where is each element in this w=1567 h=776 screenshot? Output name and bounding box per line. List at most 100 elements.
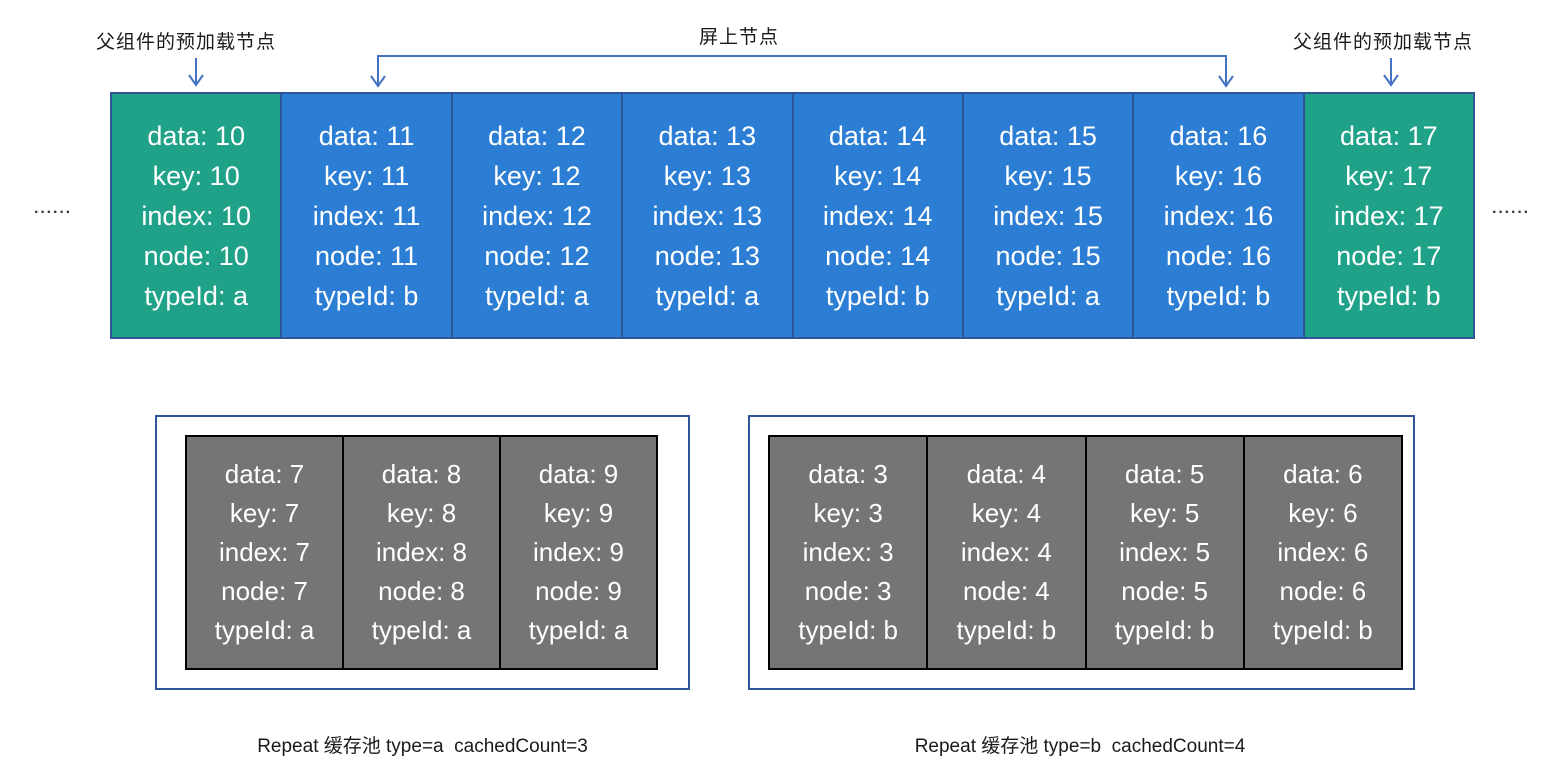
card-field-line: key: 13 [663, 160, 751, 191]
node-card: data: 17 key: 17 index: 17 node: 17 typeId: … [1304, 94, 1473, 337]
card-field-line: key: 15 [1004, 160, 1092, 191]
card-field-line: node: 4 [963, 576, 1050, 606]
card-field-line: data: 13 [658, 120, 757, 151]
card-field-line: typeId: b [798, 615, 898, 645]
card-field-line: index: 9 [532, 537, 625, 567]
card-field-line: typeId: a [655, 280, 760, 311]
card-field-line: node: 5 [1121, 576, 1208, 606]
card-field-line: index: 13 [652, 200, 763, 231]
card-field-line: key: 10 [152, 160, 240, 191]
card-field-line: key: 14 [834, 160, 922, 191]
card-field-line: key: 9 [543, 498, 614, 528]
card-field-line: typeId: b [1337, 280, 1441, 311]
pool-a-caption: Repeat 缓存池 type=a cachedCount=3 [257, 736, 588, 757]
card-field-line: index: 11 [312, 200, 421, 231]
card-field-line: node: 11 [315, 240, 419, 271]
card-field-line: key: 16 [1174, 160, 1262, 191]
card-field-line: typeId: a [214, 615, 315, 645]
card-field-line: data: 4 [966, 459, 1047, 489]
onscreen-label: 屏上节点 [699, 27, 780, 48]
card-field-line: index: 4 [960, 537, 1052, 567]
card-field-line: data: 17 [1340, 120, 1438, 151]
cache-card: data: 7 key: 7 index: 7 node: 7 typeId: a [187, 437, 344, 668]
card-field-line: node: 10 [143, 240, 249, 271]
card-field-line: node: 16 [1165, 240, 1271, 271]
left-preload-arrow-icon [188, 58, 204, 87]
card-field-line: key: 11 [324, 160, 410, 191]
card-field-line: node: 12 [484, 240, 590, 271]
card-field-line: key: 6 [1288, 498, 1358, 528]
right-preload-label: 父组件的预加载节点 [1293, 32, 1474, 53]
card-field-line: key: 5 [1129, 498, 1200, 528]
cache-card: data: 6 key: 6 index: 6 node: 6 typeId: b [1244, 437, 1401, 668]
card-field-line: data: 6 [1283, 459, 1363, 489]
card-field-line: node: 14 [825, 240, 931, 271]
card-field-line: data: 16 [1169, 120, 1268, 151]
card-field-line: data: 11 [318, 120, 415, 151]
card-field-line: typeId: b [825, 280, 930, 311]
pool-b-caption: Repeat 缓存池 type=b cachedCount=4 [914, 736, 1246, 757]
card-field-line: index: 6 [1277, 537, 1369, 567]
card-field-line: data: 9 [538, 459, 619, 489]
card-field-line: typeId: b [314, 280, 419, 311]
card-field-line: typeId: a [996, 280, 1100, 311]
card-field-line: node: 17 [1336, 240, 1442, 271]
card-field-line: node: 3 [804, 576, 892, 606]
left-ellipsis: ······ [34, 204, 72, 221]
card-field-line: data: 15 [999, 120, 1097, 151]
card-field-line: key: 12 [493, 160, 581, 191]
card-field-line: node: 9 [535, 576, 622, 606]
card-field-line: data: 12 [488, 120, 586, 151]
card-field-line: typeId: a [528, 615, 629, 645]
card-field-line: index: 17 [1334, 200, 1444, 231]
node-card: data: 13 key: 13 index: 13 node: 13 typeId: … [623, 94, 794, 337]
cache-card: data: 8 key: 8 index: 8 node: 8 typeId: a [344, 437, 501, 668]
left-preload-label: 父组件的预加载节点 [96, 32, 277, 53]
card-field-line: key: 17 [1345, 160, 1433, 191]
card-field-line: index: 8 [375, 537, 468, 567]
card-field-line: typeId: b [956, 615, 1057, 645]
card-field-line: data: 5 [1124, 459, 1205, 489]
card-field-line: data: 8 [381, 459, 462, 489]
card-field-line: key: 7 [229, 498, 300, 528]
card-field-line: key: 8 [386, 498, 457, 528]
card-field-line: node: 7 [221, 576, 308, 606]
right-ellipsis: ······ [1492, 204, 1530, 221]
card-field-line: node: 8 [378, 576, 465, 606]
card-field-line: data: 7 [224, 459, 305, 489]
card-field-line: node: 15 [995, 240, 1101, 271]
card-field-line: index: 10 [141, 200, 251, 231]
card-field-line: index: 3 [802, 537, 894, 567]
card-field-line: data: 3 [808, 459, 888, 489]
cache-card: data: 4 key: 4 index: 4 node: 4 typeId: b [928, 437, 1087, 668]
card-field-line: index: 5 [1119, 537, 1211, 567]
card-field-line: index: 15 [993, 200, 1103, 231]
cache-card: data: 9 key: 9 index: 9 node: 9 typeId: a [501, 437, 656, 668]
right-preload-arrow-icon [1383, 58, 1399, 87]
onscreen-bracket-icon [370, 55, 1234, 88]
card-field-line: key: 4 [971, 498, 1042, 528]
card-field-line: typeId: a [144, 280, 248, 311]
card-field-line: typeId: b [1166, 280, 1271, 311]
card-field-line: index: 14 [822, 200, 933, 231]
card-field-line: node: 6 [1279, 576, 1367, 606]
node-card: data: 14 key: 14 index: 14 node: 14 typeId: … [793, 94, 964, 337]
card-field-line: typeId: a [371, 615, 472, 645]
card-field-line: index: 7 [218, 537, 311, 567]
node-card: data: 11 key: 11 index: 11 node: 11 typeId: … [282, 94, 453, 337]
card-field-line: data: 14 [828, 120, 927, 151]
card-field-line: typeId: b [1273, 615, 1373, 645]
card-field-line: node: 13 [654, 240, 760, 271]
card-field-line: typeId: a [485, 280, 589, 311]
node-card: data: 15 key: 15 index: 15 node: 15 typeId: … [963, 94, 1135, 337]
